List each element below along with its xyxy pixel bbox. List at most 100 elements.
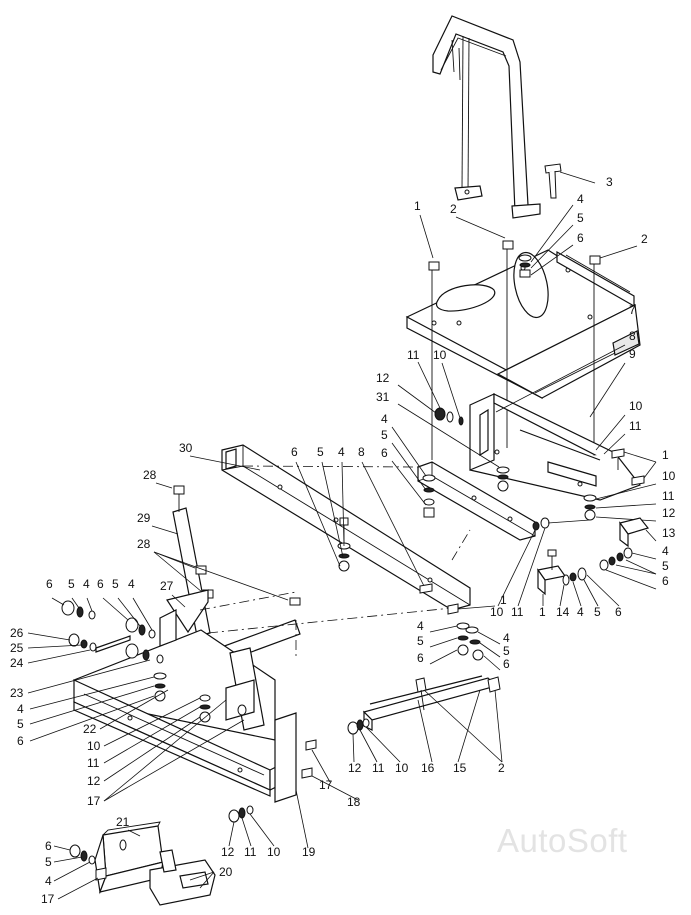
part-callout: 20 xyxy=(219,865,233,879)
part-callout: 10 xyxy=(87,739,101,753)
part-callout: 4 xyxy=(128,577,135,591)
part-callout: 6 xyxy=(577,231,584,245)
part-callout: 8 xyxy=(358,445,365,459)
part-callout: 25 xyxy=(10,641,24,655)
part-callout: 6 xyxy=(291,445,298,459)
part-callout: 6 xyxy=(17,734,24,748)
part-callout: 11 xyxy=(629,419,642,433)
part-callout: 29 xyxy=(137,511,151,525)
right-mounting-brackets xyxy=(536,448,657,607)
part-callout: 6 xyxy=(662,574,669,588)
seat-hardware xyxy=(518,204,574,278)
part-callout: 28 xyxy=(143,468,157,482)
part-callout: 4 xyxy=(45,874,52,888)
part-callout: 2 xyxy=(450,202,457,216)
part-callout: 12 xyxy=(348,761,362,775)
part-callout: 22 xyxy=(83,722,97,736)
part-callout: 5 xyxy=(68,577,75,591)
part-callout: 2 xyxy=(641,232,648,246)
part-callout: 5 xyxy=(594,605,601,619)
hitch-assembly xyxy=(53,821,216,906)
part-callout: 13 xyxy=(662,526,676,540)
part-callout: 6 xyxy=(503,657,510,671)
part-callout: 4 xyxy=(83,577,90,591)
seat-bracket xyxy=(469,344,641,501)
part-callout: 11 xyxy=(407,348,420,362)
part-callout: 5 xyxy=(381,428,388,442)
part-callout: 5 xyxy=(45,855,52,869)
part-callout: 31 xyxy=(376,390,390,404)
junction-hardware xyxy=(497,517,591,607)
bracket-hardware xyxy=(397,361,510,492)
part-callout: 5 xyxy=(417,634,424,648)
center-hardware xyxy=(103,694,247,802)
part-callout: 10 xyxy=(662,469,676,483)
watermark-text: AutoSoft xyxy=(497,822,628,859)
part-callout: 6 xyxy=(45,839,52,853)
part-callout: 28 xyxy=(137,537,151,551)
part-callout: 5 xyxy=(317,445,324,459)
part-callout: 6 xyxy=(381,446,388,460)
part-callout: 10 xyxy=(629,399,643,413)
part-callout: 9 xyxy=(629,347,636,361)
lower-rail-hardware xyxy=(429,603,501,671)
part-callout: 10 xyxy=(267,845,281,859)
rail-hardware-left xyxy=(391,426,436,518)
part-callout: 16 xyxy=(421,761,435,775)
part-callout: 4 xyxy=(338,445,345,459)
part-callout: 18 xyxy=(347,795,361,809)
part-callout: 12 xyxy=(376,371,390,385)
part-callout: 4 xyxy=(662,544,669,558)
part-callout: 17 xyxy=(319,778,333,792)
part-callout: 26 xyxy=(10,626,24,640)
part-callout: 21 xyxy=(116,815,130,829)
part-callout: 17 xyxy=(87,794,101,808)
part-callout: 4 xyxy=(417,619,424,633)
rail-hardware-center xyxy=(295,461,433,594)
part-callout: 15 xyxy=(453,761,467,775)
part-callout: 5 xyxy=(503,644,510,658)
part-callout: 5 xyxy=(112,577,119,591)
part-callout: 7 xyxy=(629,303,636,317)
part-callout: 19 xyxy=(302,845,316,859)
part-callout: 5 xyxy=(577,211,584,225)
bolt-3 xyxy=(544,163,596,199)
part-callout: 6 xyxy=(615,605,622,619)
part-callout: 10 xyxy=(395,761,409,775)
seat-rail xyxy=(556,250,635,308)
lower-front-hardware xyxy=(228,805,275,847)
part-callout: 11 xyxy=(662,489,675,503)
part-callout: 6 xyxy=(97,577,104,591)
part-callout: 11 xyxy=(511,605,524,619)
seat-plate xyxy=(405,249,641,399)
part-callout: 1 xyxy=(662,448,669,462)
support-strut xyxy=(347,675,503,763)
part-callout: 4 xyxy=(503,631,510,645)
part-callout: 10 xyxy=(490,605,504,619)
part-callout: 4 xyxy=(577,192,584,206)
part-callout: 6 xyxy=(417,651,424,665)
part-callout: 11 xyxy=(87,756,100,770)
part-callout: 23 xyxy=(10,686,24,700)
part-callout: 2 xyxy=(498,761,505,775)
part-callout: 4 xyxy=(577,605,584,619)
left-hardware xyxy=(27,597,169,742)
part-callout: 4 xyxy=(17,702,24,716)
part-callout: 12 xyxy=(662,506,676,520)
part-callout: 4 xyxy=(381,412,388,426)
part-callout: 30 xyxy=(179,441,193,455)
part-callout: 8 xyxy=(629,329,636,343)
part-callout: 5 xyxy=(17,717,24,731)
part-callout: 1 xyxy=(539,605,546,619)
part-callout: 6 xyxy=(46,577,53,591)
part-callout: 27 xyxy=(160,579,174,593)
part-callout: 3 xyxy=(606,175,613,189)
part-callout: 11 xyxy=(372,761,385,775)
part-callout: 24 xyxy=(10,656,24,670)
front-plates xyxy=(151,482,301,637)
part-callout: 12 xyxy=(221,845,235,859)
part-callout: 11 xyxy=(244,845,257,859)
